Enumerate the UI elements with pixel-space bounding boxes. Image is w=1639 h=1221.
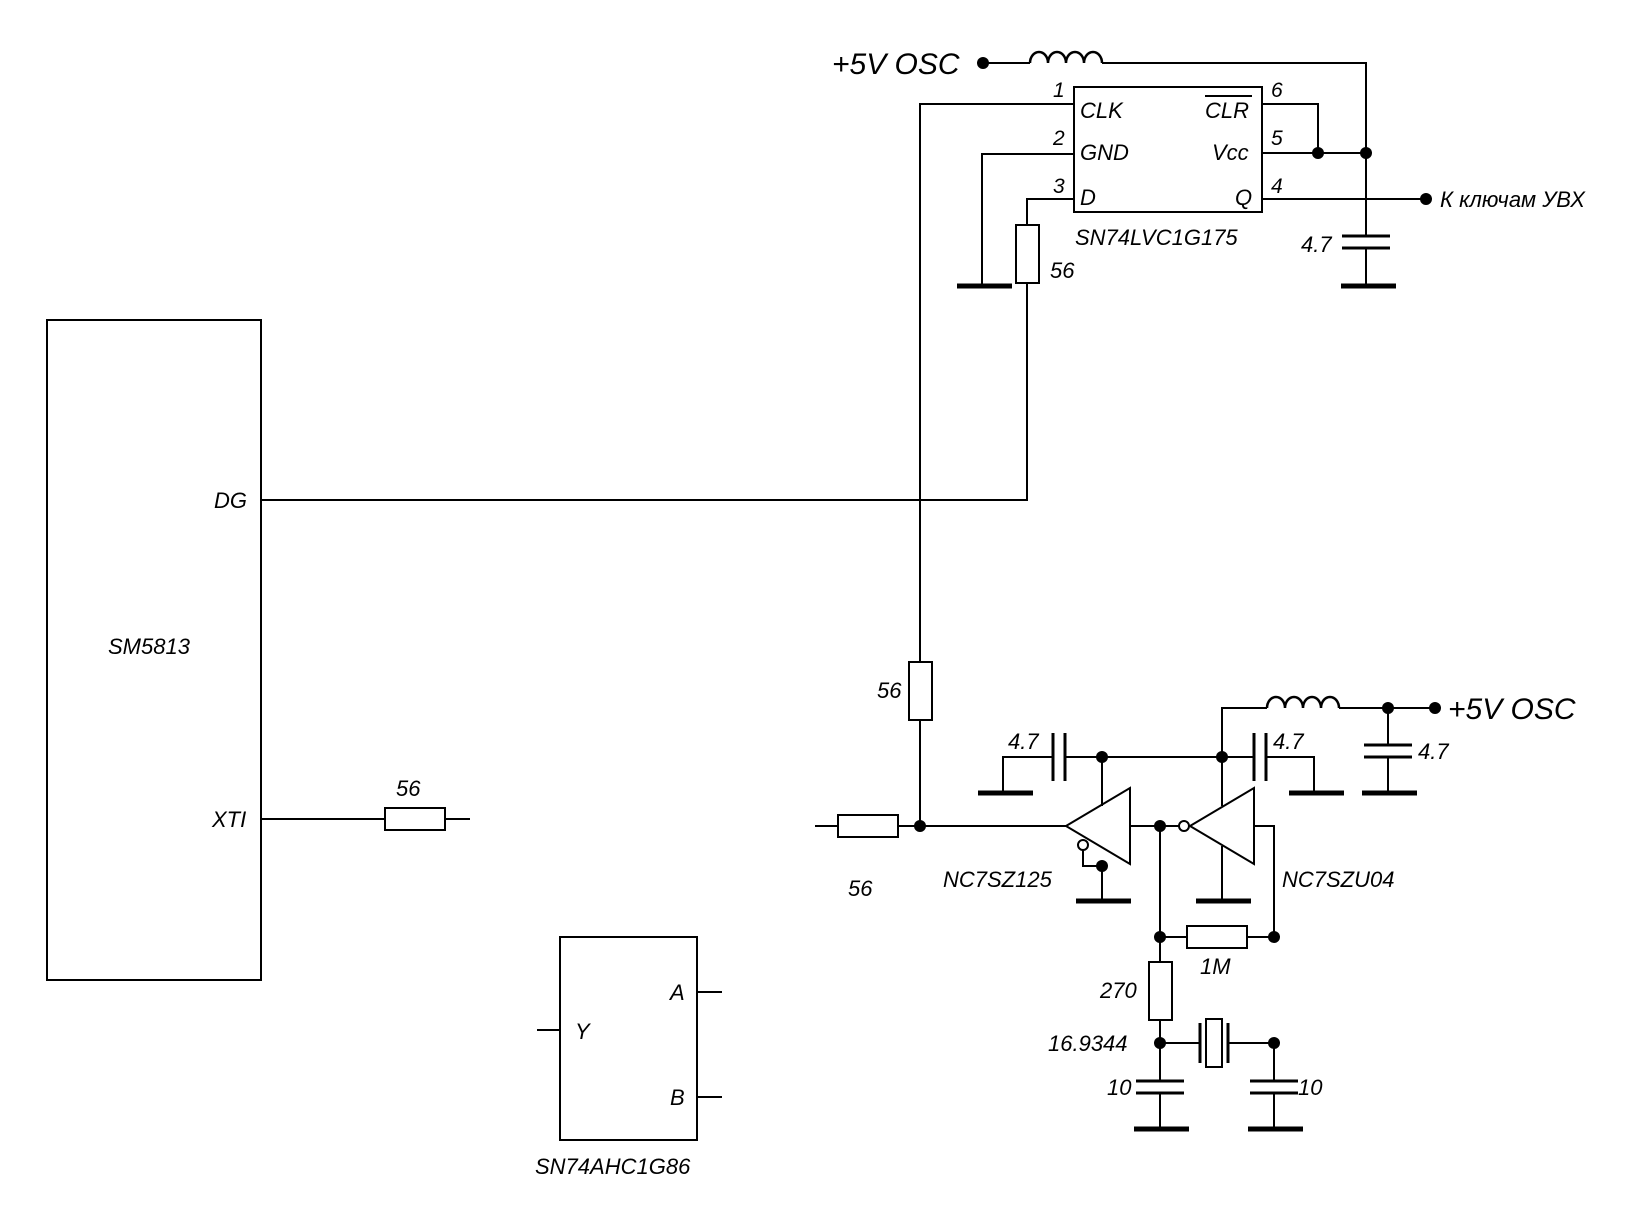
resistor-feedback: 1M <box>1160 925 1274 979</box>
capacitor-load-right: 10 <box>1248 1075 1323 1132</box>
resistor-xti-value: 56 <box>396 776 421 801</box>
capacitor-inv-value: 4.7 <box>1273 729 1304 754</box>
ic-sm5813-label: SM5813 <box>108 634 191 659</box>
resistor-osc-in-value: 56 <box>848 876 873 901</box>
supply-osc: +5V OSC <box>1221 693 1576 757</box>
ff-pin3-number: 3 <box>1053 175 1065 198</box>
pin-dg-label: DG <box>214 488 247 513</box>
xor-pin-y-label: Y <box>575 1019 591 1044</box>
ic-sn74lvc1g175: CLK GND D CLR Vcc Q 1 2 3 6 5 4 SN74LVC1… <box>1052 79 1283 250</box>
resistor-xti: 56 <box>261 776 470 831</box>
ff-pin-vcc-label: Vcc <box>1212 140 1249 165</box>
ground-ff <box>957 153 1074 289</box>
ff-pin-clk-label: CLK <box>1080 98 1124 123</box>
ic-sn74ahc1g86: Y A B SN74AHC1G86 <box>535 936 722 1179</box>
xor-pin-b-label: B <box>670 1085 685 1110</box>
supply-top-label: +5V OSC <box>832 48 960 81</box>
capacitor-buf-value: 4.7 <box>1008 729 1039 754</box>
wire-clk <box>919 103 1074 662</box>
resistor-series: 270 <box>1099 961 1173 1021</box>
inverter-nc7szu04: NC7SZU04 <box>1130 757 1394 940</box>
ff-pin-clr-label: CLR <box>1205 98 1249 123</box>
resistor-feedback-value: 1M <box>1200 954 1231 979</box>
resistor-osc-in: 56 <box>815 814 1066 901</box>
resistor-clk: 56 <box>877 661 933 826</box>
ff-pin-d-label: D <box>1080 185 1096 210</box>
capacitor-inv: 4.7 <box>1216 729 1344 796</box>
ff-pin4-number: 4 <box>1271 175 1283 198</box>
ic-sm5813: SM5813 DG XTI <box>46 319 262 981</box>
ff-pin-q-label: Q <box>1235 185 1252 210</box>
wire-dg <box>261 294 1028 501</box>
buffer-label: NC7SZ125 <box>943 867 1053 892</box>
capacitor-load-right-value: 10 <box>1298 1075 1323 1100</box>
ic-flipflop-label: SN74LVC1G175 <box>1075 225 1238 250</box>
resistor-series-value: 270 <box>1099 978 1137 1003</box>
capacitor-ff-value: 4.7 <box>1301 232 1332 257</box>
capacitor-buf: 4.7 <box>978 729 1102 796</box>
ff-pin2-number: 2 <box>1052 127 1065 150</box>
output-q: К ключам УВХ <box>1262 187 1586 212</box>
resistor-clk-value: 56 <box>877 678 902 703</box>
capacitor-supply-value: 4.7 <box>1418 739 1449 764</box>
inductor-osc <box>1265 695 1341 709</box>
capacitor-load-left: 10 <box>1107 1043 1189 1132</box>
ff-pin6-number: 6 <box>1271 79 1283 102</box>
crystal-value: 16.9344 <box>1048 1031 1128 1056</box>
supply-osc-label: +5V OSC <box>1448 693 1576 726</box>
resistor-d: 56 <box>1015 198 1075 294</box>
inverter-label: NC7SZU04 <box>1282 867 1394 892</box>
pin-xti-label: XTI <box>211 807 246 832</box>
capacitor-load-left-value: 10 <box>1107 1075 1132 1100</box>
resistor-d-value: 56 <box>1050 258 1075 283</box>
capacitor-supply: 4.7 <box>1362 708 1449 796</box>
output-q-label: К ключам УВХ <box>1440 187 1586 212</box>
ic-xor-label: SN74AHC1G86 <box>535 1154 691 1179</box>
inductor-top <box>1028 50 1104 64</box>
ff-pin1-number: 1 <box>1053 79 1065 102</box>
ff-pin-gnd-label: GND <box>1080 140 1129 165</box>
supply-top: +5V OSC <box>832 48 1367 153</box>
xor-pin-a-label: A <box>668 980 685 1005</box>
capacitor-ff: 4.7 <box>1301 153 1396 289</box>
crystal: 16.9344 <box>1048 1018 1275 1081</box>
ff-pin5-number: 5 <box>1271 127 1283 150</box>
